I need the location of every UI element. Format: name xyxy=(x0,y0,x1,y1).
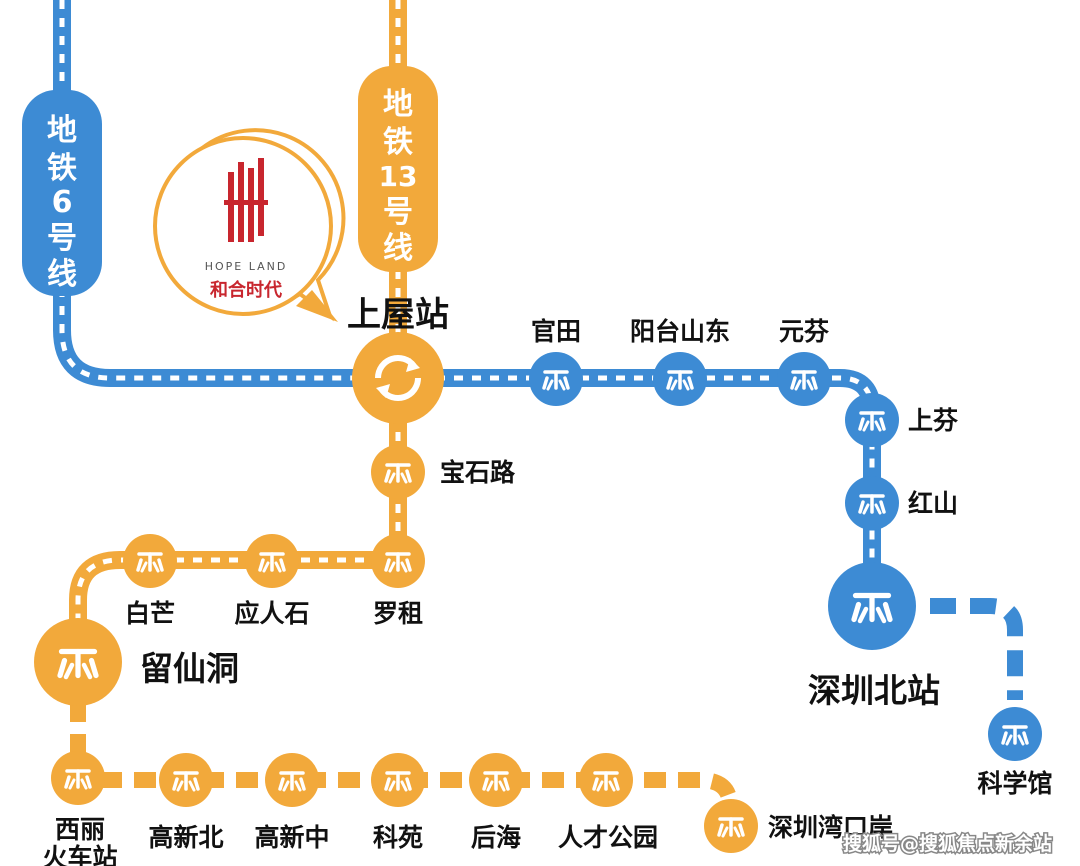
svg-text:13: 13 xyxy=(379,160,418,193)
station-shenzhen-north[interactable]: 深圳北站 xyxy=(808,562,940,710)
station-label: 红山 xyxy=(908,489,958,518)
line-6-track xyxy=(53,0,1023,700)
station-guantian[interactable]: 官田 xyxy=(529,317,583,406)
station-luozu[interactable]: 罗租 xyxy=(371,534,425,628)
station-yingrenshi[interactable]: 应人石 xyxy=(234,534,310,628)
station-yuanfen[interactable]: 元芬 xyxy=(777,317,831,406)
station-yangtai[interactable]: 阳台山东 xyxy=(630,317,730,406)
station-baimang[interactable]: 白芒 xyxy=(123,534,177,628)
station-label: 白芒 xyxy=(125,599,175,628)
station-shangwu[interactable]: 上屋站 xyxy=(347,295,449,424)
station-baoshi[interactable]: 宝石路 xyxy=(371,445,516,499)
station-label: 罗租 xyxy=(373,599,423,628)
station-label: 高新北 xyxy=(148,823,223,852)
station-label: 宝石路 xyxy=(440,458,516,487)
station-label: 高新中 xyxy=(254,823,329,852)
svg-text:铁: 铁 xyxy=(47,151,77,186)
brand-cn: 和合时代 xyxy=(210,279,282,301)
station-label: 深圳湾口岸 xyxy=(768,813,893,842)
station-keyuan[interactable]: 科苑 xyxy=(371,753,425,852)
station-label: 后海 xyxy=(471,823,521,852)
svg-text:地: 地 xyxy=(383,87,413,122)
station-label: 深圳北站 xyxy=(808,671,940,710)
svg-text:号: 号 xyxy=(47,221,77,256)
station-label: 科学馆 xyxy=(977,769,1052,798)
station-kexueguan[interactable]: 科学馆 xyxy=(977,707,1053,798)
station-label: 西丽 xyxy=(55,815,105,844)
svg-text:线: 线 xyxy=(47,257,77,292)
station-label: 元芬 xyxy=(779,317,829,346)
interchange-icon xyxy=(375,355,421,401)
station-label: 科苑 xyxy=(373,823,423,852)
station-label: 人才公园 xyxy=(558,823,658,852)
svg-text:6: 6 xyxy=(52,185,73,220)
station-label: 留仙洞 xyxy=(140,649,239,688)
line-13-label[interactable]: 地 铁 13 号 线 xyxy=(358,66,438,272)
station-label: 官田 xyxy=(531,317,581,346)
brand-en: HOPE LAND xyxy=(205,260,288,273)
station-shangfen[interactable]: 上芬 xyxy=(845,393,958,447)
hopeland-logo-icon xyxy=(224,158,268,242)
station-label: 上屋站 xyxy=(347,295,449,335)
station-houhai[interactable]: 后海 xyxy=(469,753,523,852)
station-hongshan[interactable]: 红山 xyxy=(845,476,958,530)
station-liuxiandong[interactable]: 留仙洞 xyxy=(34,618,239,706)
svg-text:地: 地 xyxy=(47,113,77,148)
project-callout[interactable]: HOPE LAND 和合时代 xyxy=(153,128,346,322)
svg-text:号: 号 xyxy=(383,195,413,230)
watermark: 搜狐号@搜狐焦点新余站 xyxy=(841,831,1053,857)
station-label: 阳台山东 xyxy=(630,317,730,346)
station-label: 应人石 xyxy=(234,599,309,628)
station-rencai[interactable]: 人才公园 xyxy=(558,753,658,852)
svg-text:铁: 铁 xyxy=(383,125,413,160)
station-gaoxinzhong[interactable]: 高新中 xyxy=(254,753,330,852)
station-gaoxinbei[interactable]: 高新北 xyxy=(148,753,224,852)
station-kouan[interactable]: 深圳湾口岸 xyxy=(704,799,893,853)
svg-text:线: 线 xyxy=(383,231,413,266)
station-xili[interactable]: 西丽 火车站 xyxy=(42,751,118,866)
svg-text:搜狐号@搜狐焦点新余站: 搜狐号@搜狐焦点新余站 xyxy=(843,832,1052,855)
station-label-2: 火车站 xyxy=(42,843,117,866)
station-label: 上芬 xyxy=(908,406,958,435)
line-6-label[interactable]: 地 铁 6 号 线 xyxy=(22,90,102,296)
